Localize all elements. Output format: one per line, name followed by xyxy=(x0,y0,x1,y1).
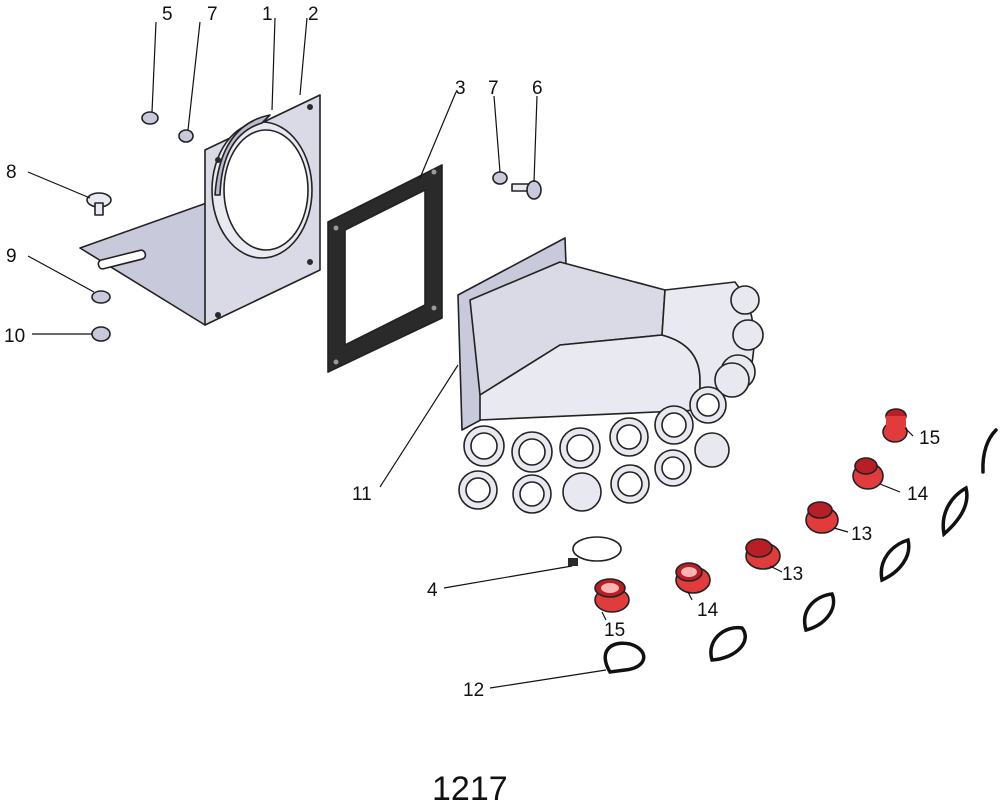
callout-7-left: 7 xyxy=(207,4,218,25)
washer-9 xyxy=(91,290,111,304)
clamp-loop-6 xyxy=(981,428,998,474)
callout-9: 9 xyxy=(6,246,17,267)
callout-11: 12 xyxy=(463,680,484,701)
knob-8 xyxy=(86,192,112,216)
nut-5 xyxy=(141,111,159,125)
clamp-loop-5 xyxy=(941,485,969,538)
square-gasket xyxy=(327,164,443,373)
callout-15-bottom: 15 xyxy=(604,620,625,641)
clamp-ring xyxy=(568,536,622,566)
callout-8: 8 xyxy=(6,162,17,183)
callout-2: 2 xyxy=(308,4,319,25)
nut-7-right xyxy=(492,171,508,185)
outlet-row-lower xyxy=(458,432,730,514)
leader-lines xyxy=(27,17,914,689)
manifold-body xyxy=(457,237,764,514)
reducers xyxy=(594,408,908,613)
callout-7-right: 7 xyxy=(488,78,499,99)
callout-5: 5 xyxy=(162,4,173,25)
figure-number: 1217 xyxy=(432,770,508,807)
callout-10: 10 xyxy=(4,326,25,347)
clamp-loop-2 xyxy=(709,625,747,662)
callout-1: 1 xyxy=(262,4,273,25)
callout-15-top: 15 xyxy=(919,428,940,449)
reducer-14-bottom xyxy=(675,562,711,594)
callout-6: 6 xyxy=(532,78,543,99)
reducer-13-bottom xyxy=(745,538,781,570)
callout-labels: 5 7 1 2 3 7 6 8 9 10 11 4 12 15 14 13 13… xyxy=(4,4,940,701)
reducer-15-bottom xyxy=(594,578,630,613)
clamp-loop-1 xyxy=(603,641,646,674)
nut-10 xyxy=(91,326,111,342)
angle-bracket xyxy=(79,94,321,326)
bolt-6 xyxy=(511,180,542,200)
callout-12: 11 xyxy=(352,484,372,505)
nut-7-left xyxy=(178,129,194,143)
callout-3: 3 xyxy=(455,78,466,99)
reducer-13-top xyxy=(805,501,839,534)
reducer-15-top xyxy=(882,408,908,443)
hardware xyxy=(86,111,542,342)
callout-13-bottom: 13 xyxy=(782,564,803,585)
reducer-14-top xyxy=(852,457,884,490)
callout-13-top: 13 xyxy=(851,524,872,545)
clamp-loop-4 xyxy=(879,537,911,583)
callout-4: 4 xyxy=(427,580,438,601)
callout-14-top: 14 xyxy=(907,484,929,505)
callout-14-bottom: 14 xyxy=(697,600,719,621)
hose-clamps xyxy=(603,428,998,674)
outlet-row-arc xyxy=(463,285,764,473)
clamp-loop-3 xyxy=(802,592,836,633)
